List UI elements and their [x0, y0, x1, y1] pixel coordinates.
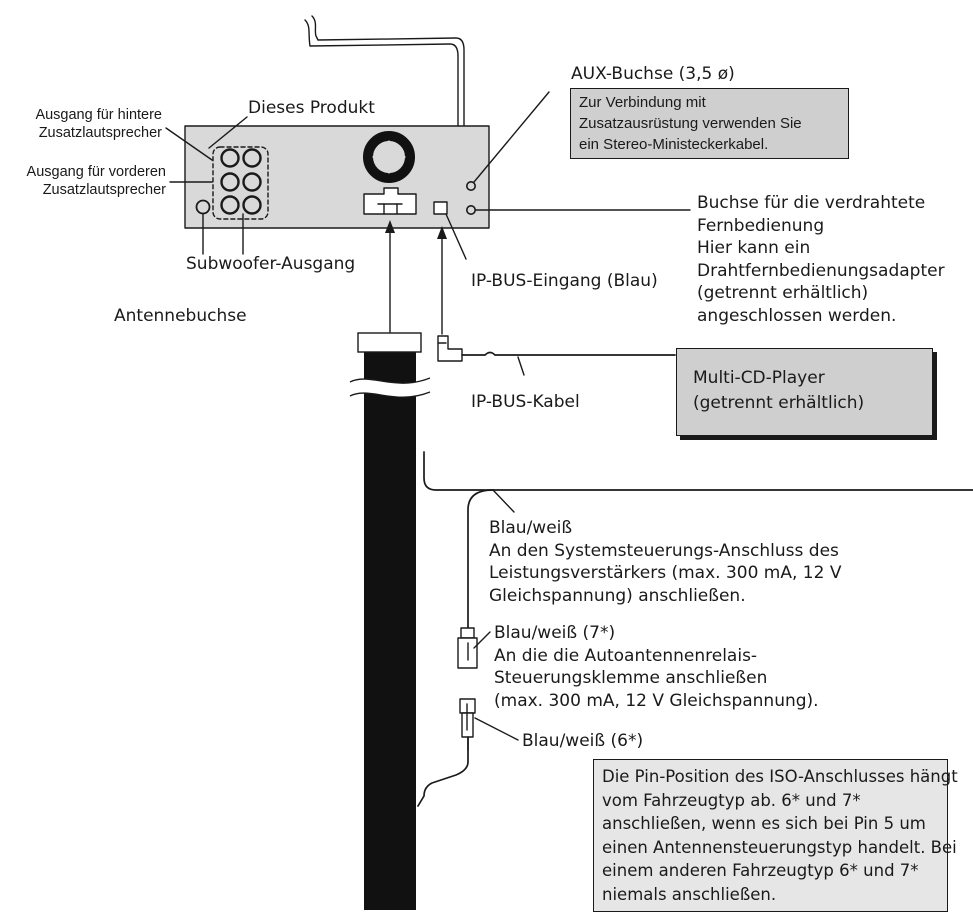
ipbus-plug [437, 335, 463, 362]
blue-white-main-label: Blau/weiß An den Systemsteuerungs-Anschl… [489, 517, 841, 607]
iso-note-line-4: einen Antennensteuerungstyp handelt. Bei [602, 837, 957, 857]
blue-white-main-line-3: Leistungsverstärkers (max. 300 mA, 12 V [489, 563, 842, 583]
wired-remote-label: Buchse für die verdrahtete Fernbedienung… [697, 192, 945, 327]
cd-player-box: Multi-CD-Player (getrennt erhältlich) [676, 348, 933, 436]
front-output-line-2: Zusatzlautsprecher [42, 182, 166, 198]
blue-white-main-line-1: Blau/weiß [489, 518, 573, 538]
subwoofer-label: Subwoofer-Ausgang [186, 254, 356, 274]
antenna-jack-label: Antennebuchse [114, 306, 247, 326]
blue-white-7-line-3: Steuerungsklemme anschließen [494, 668, 768, 688]
wired-remote-line-2: Fernbedienung [697, 215, 825, 236]
cd-player-line-2: (getrennt erhältlich) [693, 393, 865, 413]
aux-jack-circle [465, 181, 476, 192]
blue-white-main-line-2: An den Systemsteuerungs-Anschluss des [489, 540, 839, 561]
iso-note-line-1: Die Pin-Position des ISO-Anschlusses hän… [602, 767, 958, 786]
antenna-cable [304, 15, 465, 159]
connector-6 [459, 698, 476, 738]
wire-harness [349, 332, 431, 910]
iso-note-line-5: einem anderen Fahrzeugtyp 6* und 7* [602, 861, 919, 880]
branch-wire [467, 489, 494, 666]
this-product-label: Dieses Produkt [248, 98, 375, 118]
aux-note-line-3: ein Stereo-Ministeckerkabel. [579, 136, 769, 153]
cd-player-line-1: Multi-CD-Player [693, 368, 825, 388]
iso-note-box: Die Pin-Position des ISO-Anschlusses hän… [593, 759, 958, 912]
iso-note-line-3: anschließen, wenn es sich bei Pin 5 um [602, 814, 926, 833]
wired-remote-line-4: Drahtfernbedienungsadapter [697, 260, 945, 281]
blue-white-wire [423, 451, 973, 491]
rear-output-label: Ausgang für hintere Zusatzlautsprecher [20, 106, 162, 142]
rear-output-line-1: Ausgang für hintere [35, 107, 162, 123]
iso-note-line-6: niemals anschließen. [602, 884, 777, 904]
round-connector [363, 131, 415, 183]
blue-white-6-label: Blau/weiß (6*) [522, 731, 644, 751]
ipbus-cable-wire [461, 351, 676, 356]
iso-connector [363, 187, 417, 215]
wired-remote-line-3: Hier kann ein [697, 238, 811, 258]
aux-jack-label: AUX-Buchse (3,5 ø) [571, 64, 735, 84]
wired-remote-line-6: angeschlossen werden. [697, 305, 897, 326]
front-output-label: Ausgang für vorderen Zusatzlautsprecher [10, 163, 166, 199]
aux-note-box: Zur Verbindung mit Zusatzausrüstung verw… [570, 88, 849, 159]
ipbus-cable-label: IP-BUS-Kabel [471, 392, 580, 412]
blue-white-main-line-4: Gleichspannung) anschließen. [489, 585, 746, 606]
blue-white-7-line-1: Blau/weiß (7*) [494, 623, 616, 643]
iso-note-line-2: vom Fahrzeugtyp ab. 6* und 7* [602, 790, 861, 810]
blue-white-7-line-4: (max. 300 mA, 12 V Gleichspannung). [494, 690, 819, 711]
wired-remote-line-5: (getrennt erhältlich) [697, 283, 869, 303]
aux-note-line-1: Zur Verbindung mit [579, 94, 706, 111]
ipbus-port [433, 201, 448, 215]
rca-jacks [212, 146, 269, 220]
rear-output-line-2: Zusatzlautsprecher [38, 125, 162, 141]
aux-note-line-2: Zusatzausrüstung verwenden Sie [579, 115, 802, 132]
wired-remote-line-1: Buchse für die verdrahtete [697, 193, 926, 213]
front-output-line-1: Ausgang für vorderen [26, 164, 166, 180]
connector-7 [457, 627, 478, 669]
remote-jack-circle [465, 205, 476, 216]
blue-white-7-line-2: An die die Autoantennenrelais- [494, 645, 758, 666]
ipbus-input-label: IP-BUS-Eingang (Blau) [471, 271, 658, 291]
blue-white-7-label: Blau/weiß (7*) An die die Autoantennenre… [494, 622, 819, 712]
